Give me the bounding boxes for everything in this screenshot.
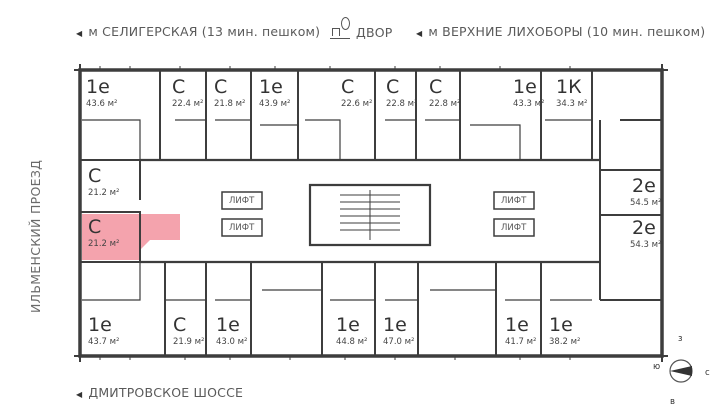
apartment-area: 54.3 м²: [630, 240, 662, 250]
interior-partitions-top: [82, 119, 592, 160]
apartment-area: 22.4 м²: [172, 99, 204, 109]
interior-partitions-bottom: [82, 262, 592, 301]
stairs: [340, 190, 400, 240]
left-unit-walls: [80, 159, 141, 263]
direction-arrow-icon: ◀: [76, 390, 83, 399]
direction-arrow-icon: ◀: [76, 29, 83, 38]
apartment-type: С: [88, 165, 102, 187]
apartment-area: 22.6 м²: [341, 99, 373, 109]
apartment-area: 21.2 м²: [88, 188, 120, 198]
compass-west: ю: [653, 362, 661, 372]
apartment-area: 21.9 м²: [173, 337, 205, 347]
apartment-area: 34.3 м²: [556, 99, 588, 109]
apartment-type: С: [88, 216, 102, 238]
apartment-area: 22.8 м²: [429, 99, 461, 109]
compass-south: в: [670, 397, 676, 407]
apartment-area: 21.2 м²: [88, 239, 120, 249]
apartment-type: С: [341, 76, 355, 98]
apartment-area: 43.9 м²: [259, 99, 291, 109]
apartment-type: 1е: [336, 314, 360, 336]
apartment-area: 44.8 м²: [336, 337, 368, 347]
apartment-type: 1е: [505, 314, 529, 336]
apartment-type: 1е: [549, 314, 573, 336]
apartment-area: 22.8 м²: [386, 99, 418, 109]
corner-stub: [74, 64, 668, 362]
windows: [99, 66, 571, 360]
apartment-type: 2е: [632, 175, 656, 197]
apartment-area: 43.0 м²: [216, 337, 248, 347]
apartment-type: С: [172, 76, 186, 98]
direction-arrow-icon: ◀: [416, 29, 423, 38]
apartment-area: 41.7 м²: [505, 337, 537, 347]
apartment-area: 43.3 м²: [513, 99, 545, 109]
apartment-type: 1е: [88, 314, 112, 336]
compass-icon: [669, 359, 693, 383]
landmark-seligerskaya: ◀м СЕЛИГЕРСКАЯ (13 мин. пешком): [76, 24, 321, 39]
lift-label: ЛИФТ: [501, 223, 527, 233]
apartment-type: 1е: [513, 76, 537, 98]
top-dividers: [159, 70, 593, 160]
apartment-area: 38.2 м²: [549, 337, 581, 347]
lift-shaft-right-1: [493, 191, 535, 210]
apartment-area: 43.7 м²: [88, 337, 120, 347]
courtyard-icon: [330, 17, 350, 39]
apartment-type: С: [214, 76, 228, 98]
apartment-type: 1е: [383, 314, 407, 336]
central-core: [308, 183, 432, 247]
lift-label: ЛИФТ: [229, 196, 255, 206]
apartment-area: 43.6 м²: [86, 99, 118, 109]
lift-shaft-left-1: [221, 191, 263, 210]
apartment-type: 1е: [86, 76, 110, 98]
compass-north: з: [678, 334, 683, 344]
highlighted-apartment-fill: [82, 214, 140, 260]
apartment-type: С: [173, 314, 187, 336]
landmark-dmitrovskoe-shosse: ◀ДМИТРОВСКОЕ ШОССЕ: [76, 385, 244, 400]
apartment-type: 1е: [216, 314, 240, 336]
landmark-courtyard: ДВОР: [330, 17, 393, 40]
apartment-type: 2е: [632, 217, 656, 239]
apartment-type: 1К: [556, 76, 582, 98]
apartment-type: С: [429, 76, 443, 98]
right-unit-walls: [599, 119, 662, 301]
lift-label: ЛИФТ: [501, 196, 527, 206]
apartment-area: 54.5 м²: [630, 198, 662, 208]
apartment-area: 47.0 м²: [383, 337, 415, 347]
landmark-verkhnie-likhobory: ◀м ВЕРХНИЕ ЛИХОБОРЫ (10 мин. пешком): [416, 24, 706, 39]
bottom-dividers: [164, 262, 542, 356]
compass-east: с: [705, 368, 710, 378]
apartment-area: 21.8 м²: [214, 99, 246, 109]
lift-shaft-right-2: [493, 218, 535, 237]
apartment-type: С: [386, 76, 400, 98]
lift-label: ЛИФТ: [229, 223, 255, 233]
apartment-type: 1е: [259, 76, 283, 98]
highlighted-apartment-fill-ext: [140, 214, 180, 250]
lift-shaft-left-2: [221, 218, 263, 237]
outer-wall: [78, 68, 664, 358]
